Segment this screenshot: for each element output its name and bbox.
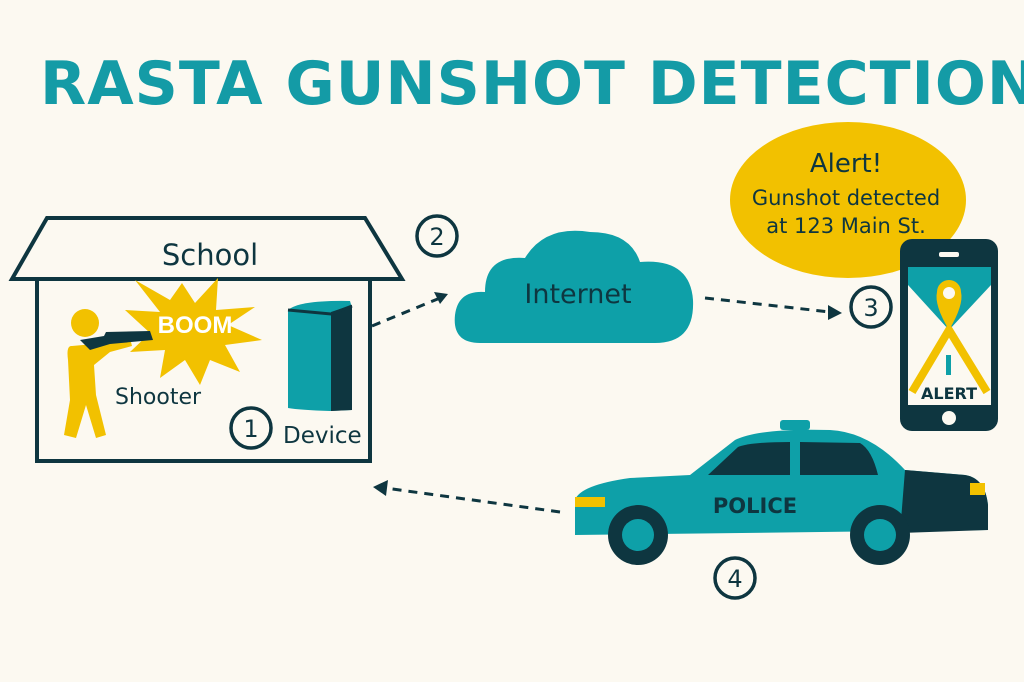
phone-alert-label: ALERT (921, 384, 977, 403)
device-label: Device (283, 423, 362, 449)
alert-title: Alert! (810, 149, 882, 179)
shooter-label: Shooter (115, 385, 202, 410)
alert-message-line1: Gunshot detected (752, 186, 940, 210)
police-car-icon (575, 420, 988, 565)
internet-label: Internet (524, 279, 631, 310)
step-3-badge (849, 285, 893, 329)
step-4-number: 4 (727, 565, 742, 593)
arrow-police-to-school (384, 486, 561, 514)
step-2-number: 2 (429, 223, 444, 251)
page-title: RASTA GUNSHOT DETECTION (40, 49, 1024, 119)
boom-burst: BOOM (125, 278, 262, 385)
step-4-badge (713, 556, 757, 600)
cloud-icon (454, 230, 694, 343)
arrow-device-to-internet (371, 296, 441, 328)
step-3-number: 3 (863, 294, 878, 322)
boom-label: BOOM (158, 312, 233, 339)
smartphone-icon (900, 239, 998, 431)
alert-message-line2: at 123 Main St. (766, 214, 926, 238)
shooter-icon (64, 309, 153, 438)
step-2-badge (415, 214, 459, 258)
device-icon (287, 300, 353, 411)
police-label: POLICE (713, 494, 797, 518)
arrow-internet-to-phone (704, 296, 831, 314)
step-1-number: 1 (243, 415, 258, 443)
school-label: School (162, 238, 258, 272)
step-1-badge (229, 406, 273, 450)
